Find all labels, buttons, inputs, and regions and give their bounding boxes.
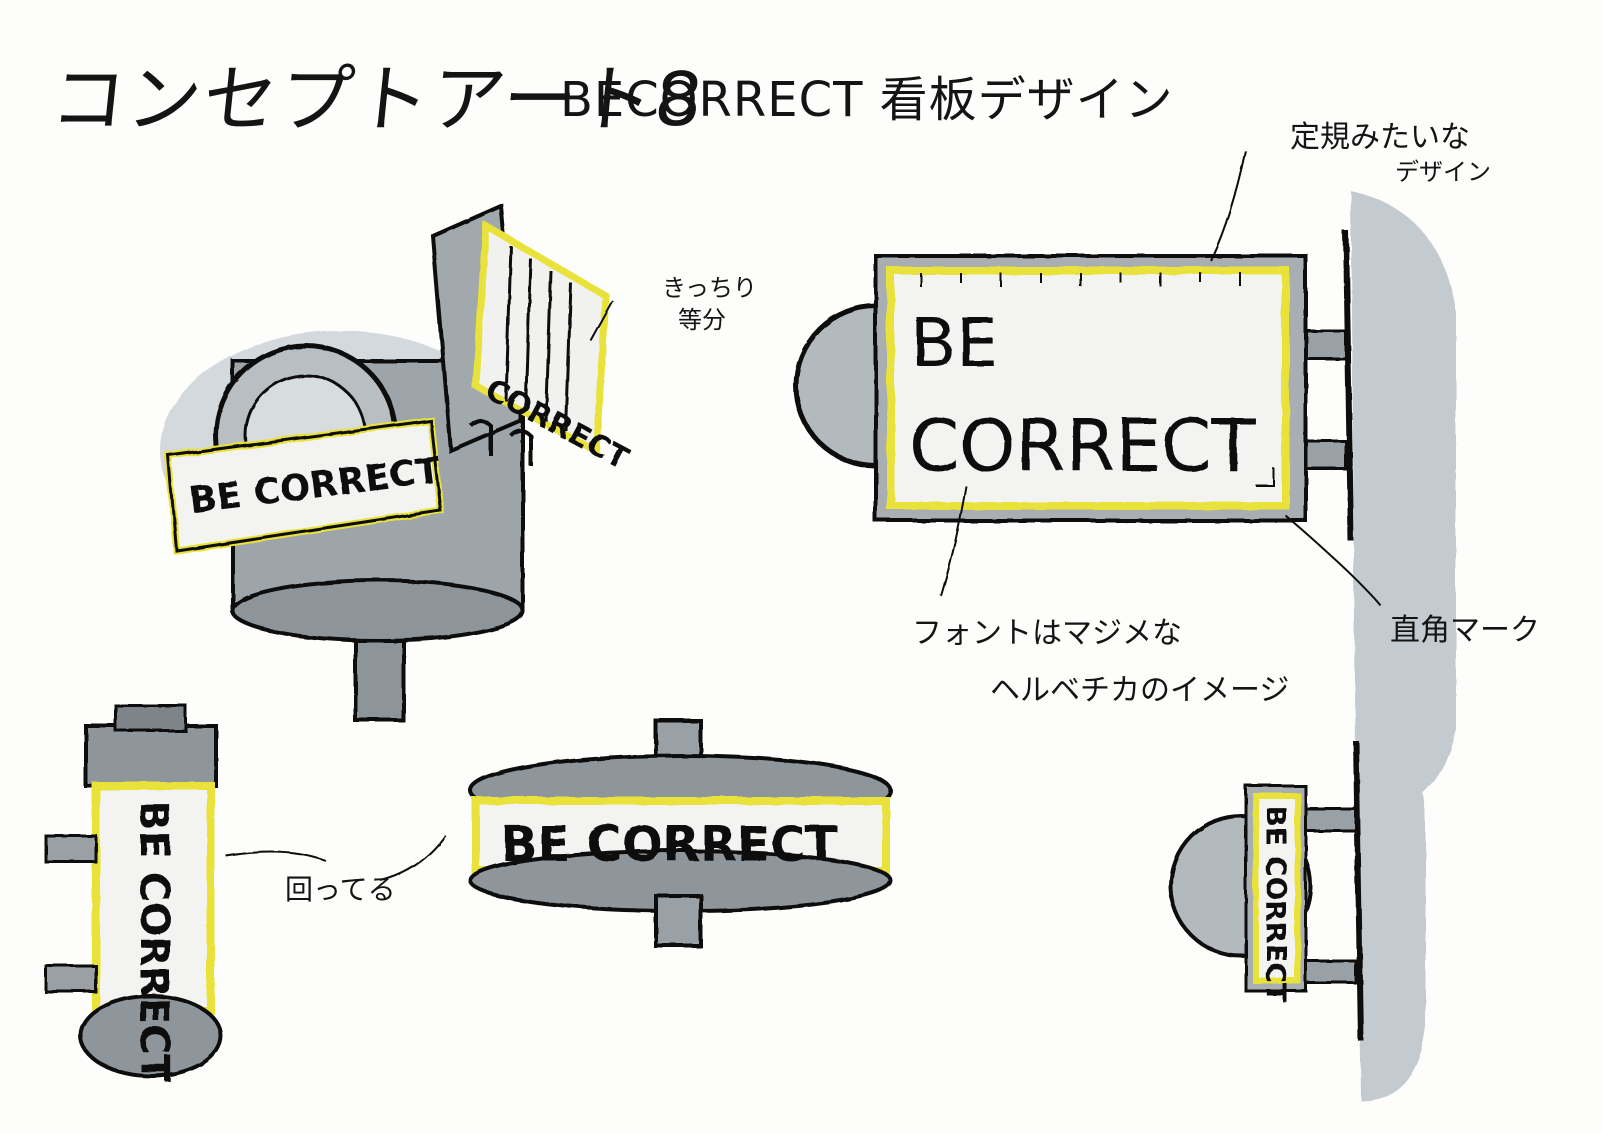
rotating-note: 回ってる (285, 873, 396, 906)
ruler-design-note: 定規みたいな (1290, 120, 1470, 155)
drum-sign-sketch: BE CORRECT (468, 718, 892, 947)
evenly-spaced-note-line2: 等分 (678, 306, 726, 334)
evenly-spaced-note: きっちり (662, 274, 758, 302)
front-sign-correct-text: CORRECT (908, 403, 1256, 487)
front-sign-be-text: BE (910, 304, 997, 381)
font-note: フォントはマジメな (912, 616, 1182, 651)
front-sign-sketch: BE CORRECT (792, 149, 1455, 811)
ruler-design-note-line2: デザイン (1395, 158, 1491, 186)
vertical-sign-text: BE CORRECT (130, 800, 176, 1081)
drum-sign-text: BE CORRECT (500, 816, 837, 872)
angled-sign-sketch: CORRECT BE CORRECT (160, 202, 634, 722)
sign-design-title: BECORRECT 看板デザイン (560, 72, 1174, 128)
right-angle-mark-note: 直角マーク (1390, 613, 1540, 648)
side-sign-sketch: BE CORRECT (1168, 700, 1425, 1100)
side-sign-text: BE CORRECT (1259, 805, 1292, 1001)
vertical-sign-sketch: BE CORRECT (43, 703, 446, 1081)
font-note-line2: ヘルベチカのイメージ (990, 673, 1290, 708)
